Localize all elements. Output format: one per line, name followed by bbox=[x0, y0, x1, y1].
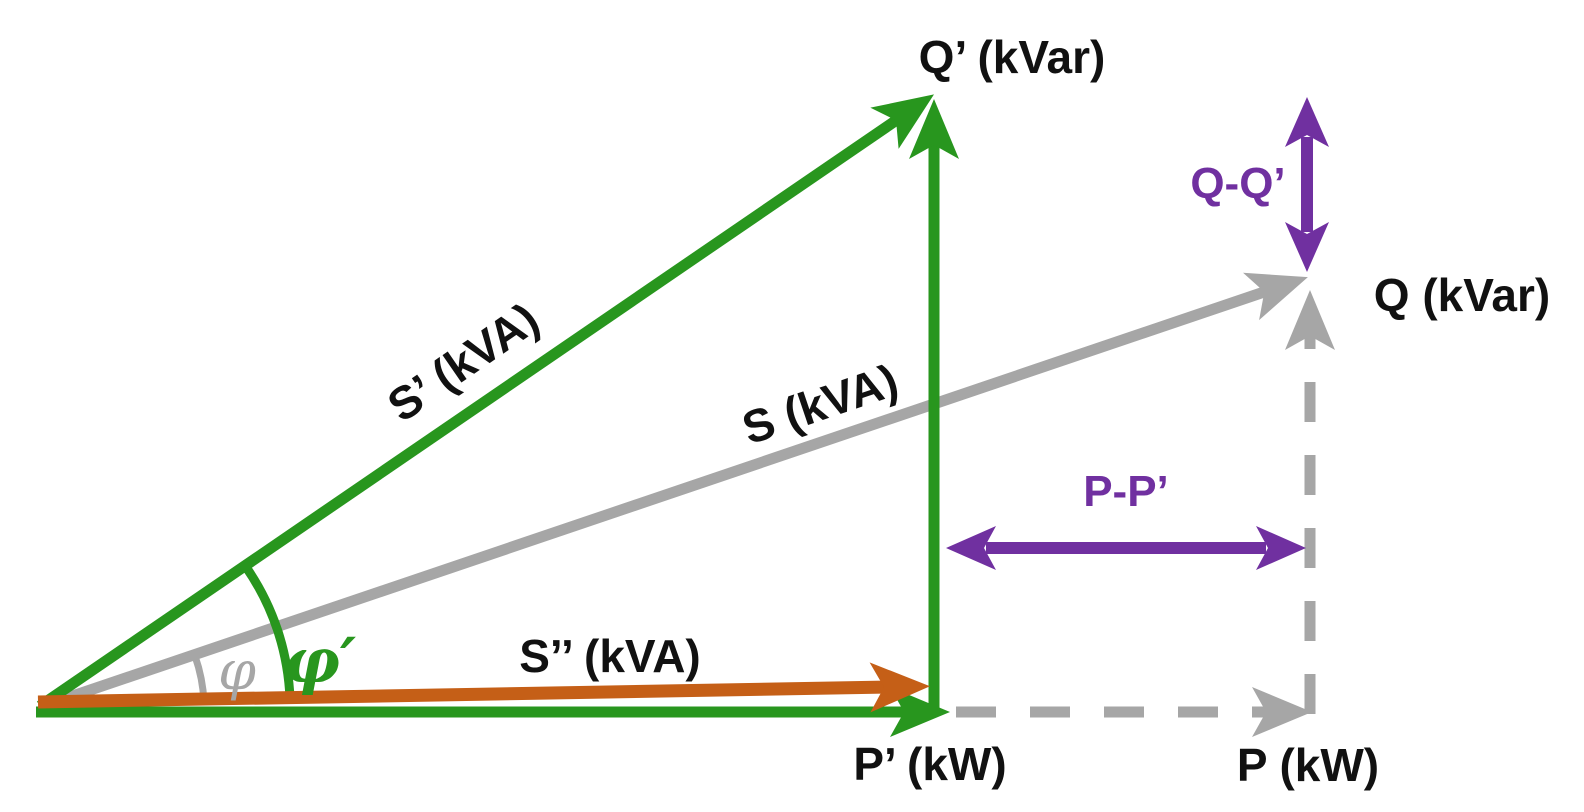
s-double-prime-vector bbox=[37, 662, 930, 713]
q-prime-axis-label: Q’ (kVar) bbox=[919, 31, 1106, 83]
p-axis-label: P (kW) bbox=[1237, 739, 1379, 791]
phi-prime-angle-label: φ′ bbox=[284, 624, 356, 697]
q-axis-label: Q (kVar) bbox=[1374, 269, 1550, 321]
p-prime-axis-label: P’ (kW) bbox=[853, 738, 1006, 790]
q-delta-label: Q-Q’ bbox=[1190, 159, 1285, 208]
phi-prime-arc bbox=[242, 564, 295, 700]
p-delta-label: P-P’ bbox=[1083, 467, 1169, 516]
s-vector bbox=[44, 272, 1308, 711]
phi-angle-label: φ bbox=[218, 639, 256, 702]
s-double-prime-vector-label: S’’ (kVA) bbox=[519, 630, 700, 682]
s-prime-vector bbox=[36, 94, 935, 711]
